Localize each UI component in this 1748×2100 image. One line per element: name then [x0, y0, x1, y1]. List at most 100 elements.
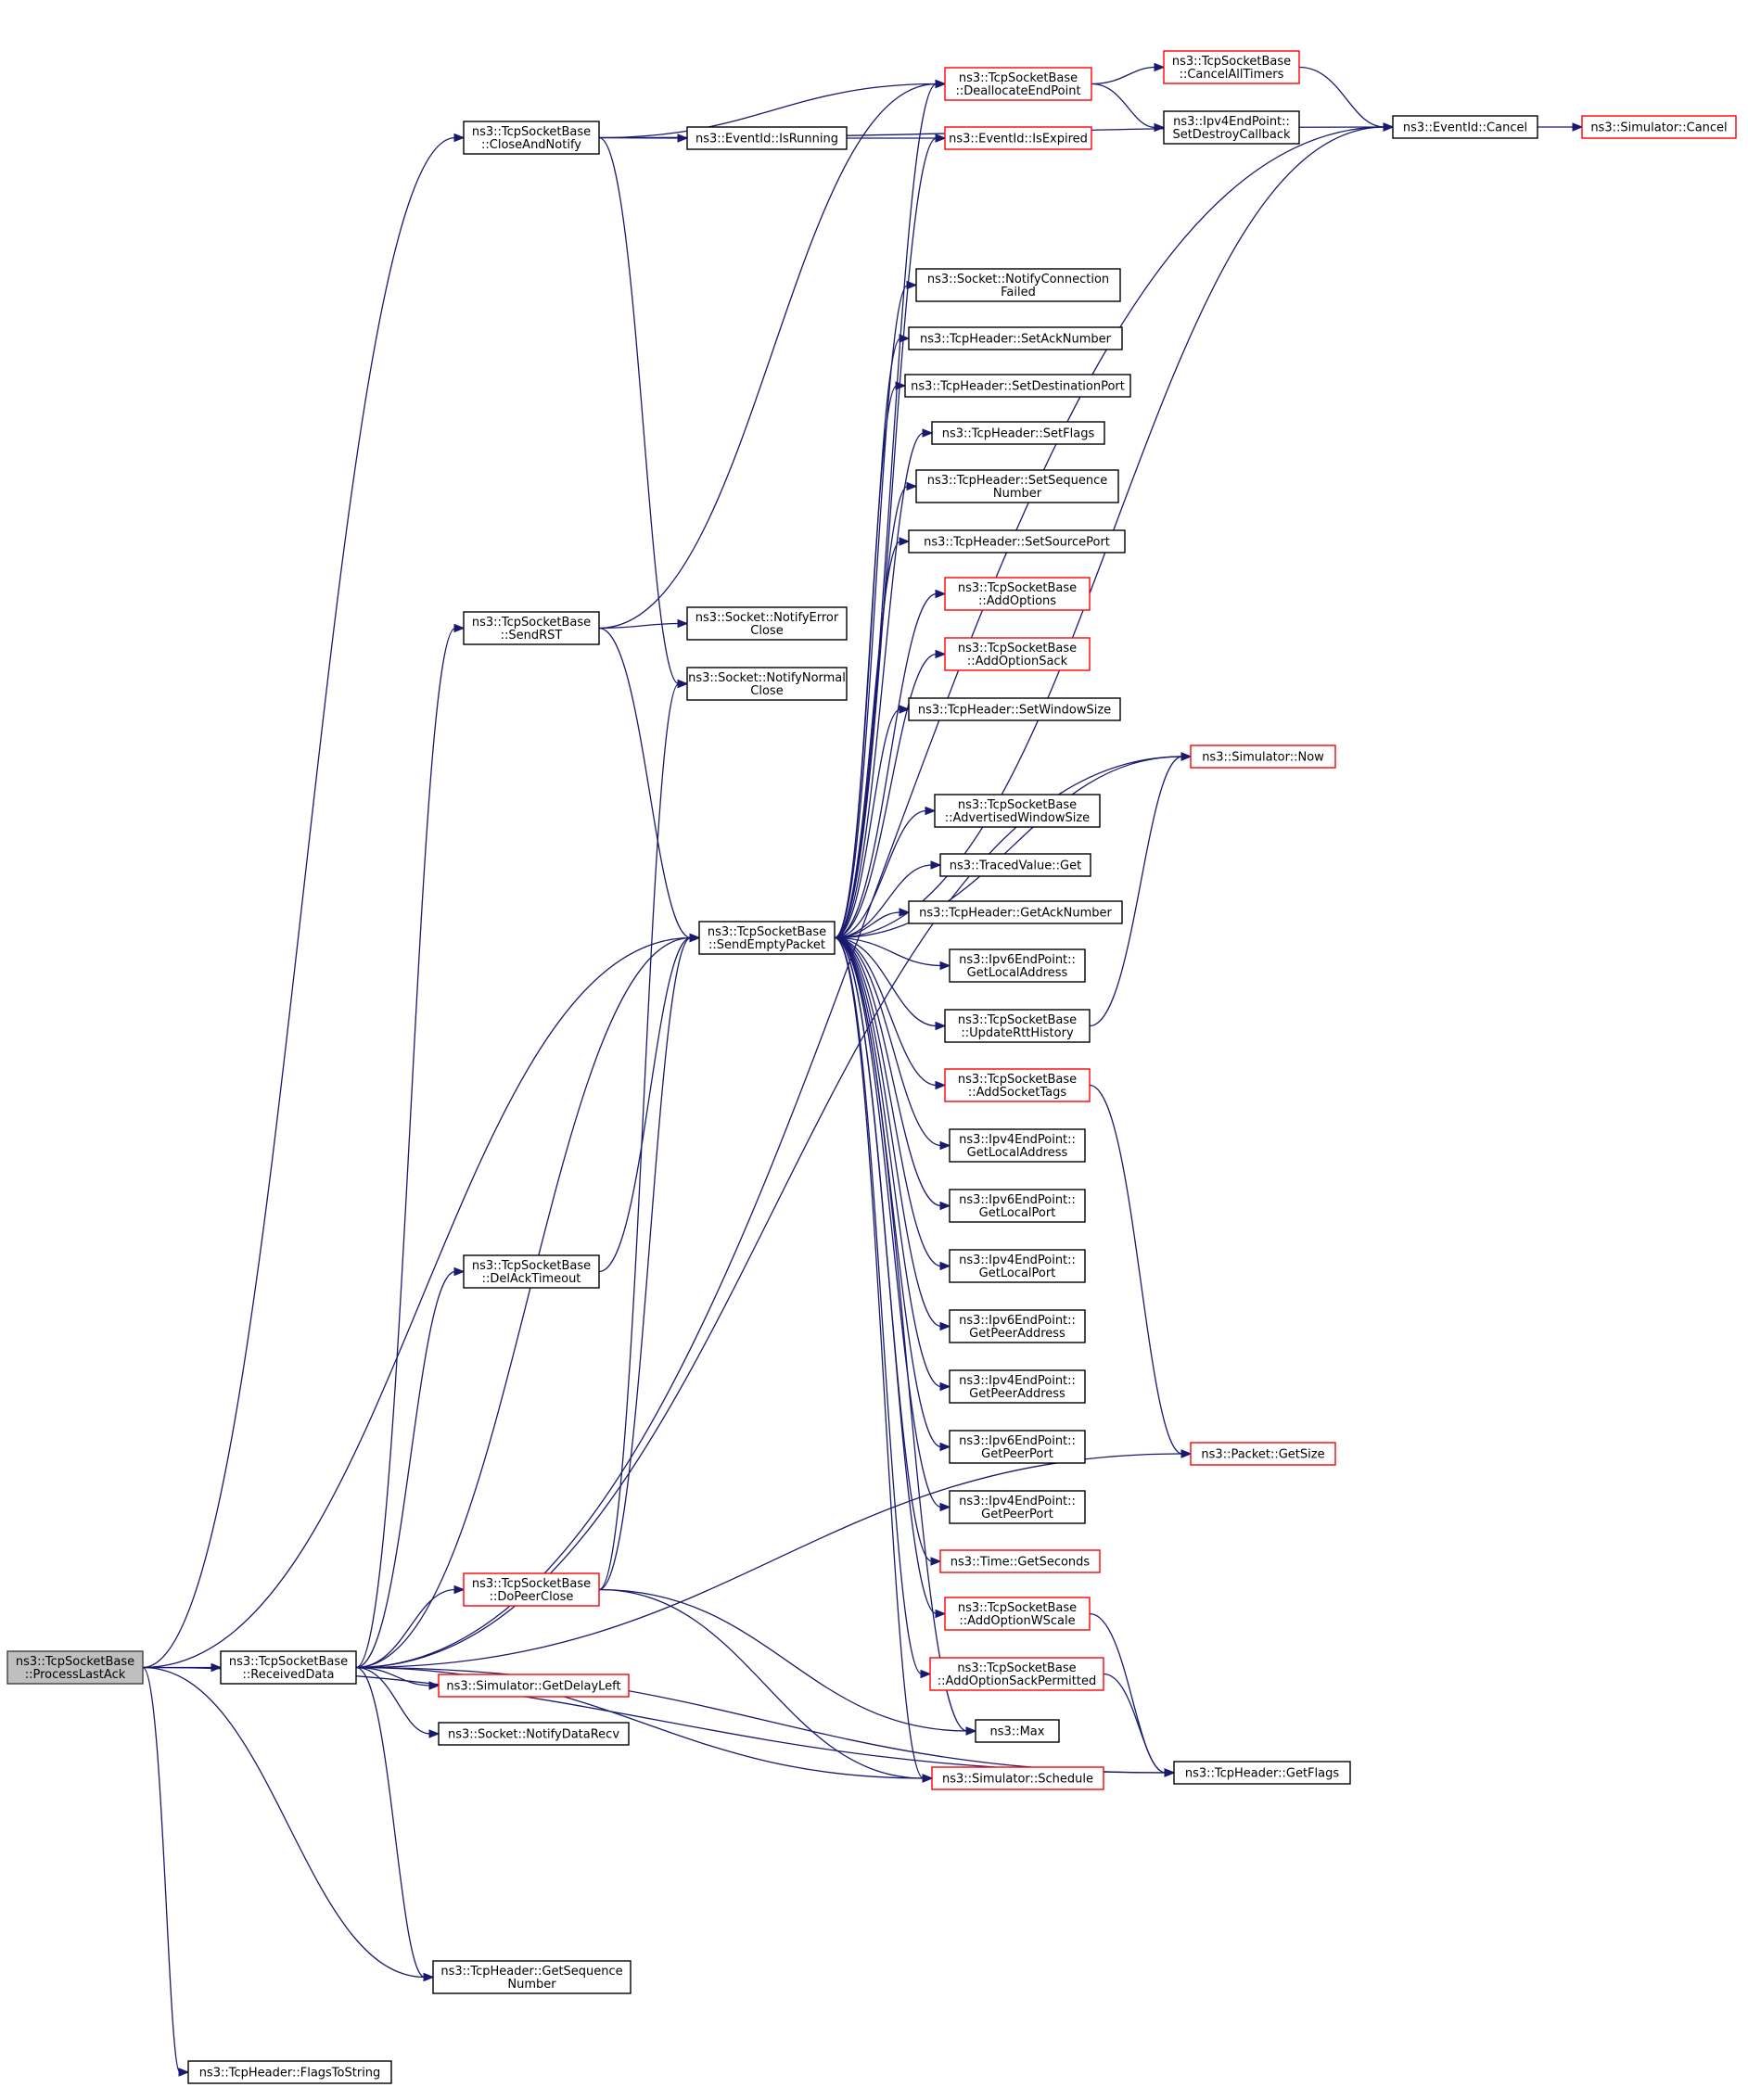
node-deallocate-end-point[interactable]: ns3::TcpSocketBase::DeallocateEndPoint: [944, 67, 1092, 101]
edge-send_empty_packet-to-ipv6_get_local_address: [834, 936, 951, 971]
node-cancel-all-timers[interactable]: ns3::TcpSocketBase::CancelAllTimers: [1163, 50, 1300, 84]
edge-process_last_ack-to-flags_to_string: [142, 1666, 190, 2077]
edge-add_option_wscale-to-tcp_header_get_flags: [1089, 1612, 1176, 1777]
node-simulator-now[interactable]: ns3::Simulator::Now: [1190, 745, 1336, 769]
edge-send_empty_packet-to-add_option_sack: [834, 649, 947, 939]
node-add-option-sack[interactable]: ns3::TcpSocketBase::AddOptionSack: [944, 637, 1091, 671]
node-ipv6-get-local-port[interactable]: ns3::Ipv6EndPoint::GetLocalPort: [949, 1189, 1086, 1223]
node-add-option-sack-permitted-label-1: ns3::TcpSocketBase: [957, 1661, 1076, 1675]
node-set-flags[interactable]: ns3::TcpHeader::SetFlags: [931, 421, 1105, 445]
node-ipv4-get-local-port[interactable]: ns3::Ipv4EndPoint::GetLocalPort: [949, 1249, 1086, 1283]
node-get-sequence-number-label-2: Number: [507, 1978, 556, 1992]
node-ipv4-get-local-address[interactable]: ns3::Ipv4EndPoint::GetLocalAddress: [949, 1128, 1086, 1163]
node-ipv6-get-peer-port[interactable]: ns3::Ipv6EndPoint::GetPeerPort: [949, 1430, 1086, 1464]
node-set-destination-port[interactable]: ns3::TcpHeader::SetDestinationPort: [904, 374, 1131, 398]
node-set-ack-number-label-1: ns3::TcpHeader::SetAckNumber: [920, 333, 1112, 347]
node-ipv6-get-peer-address[interactable]: ns3::Ipv6EndPoint::GetPeerAddress: [949, 1309, 1086, 1343]
node-ipv6-get-local-address[interactable]: ns3::Ipv6EndPoint::GetLocalAddress: [949, 948, 1086, 983]
node-event-is-expired[interactable]: ns3::EventId::IsExpired: [944, 126, 1092, 150]
node-received-data[interactable]: ns3::TcpSocketBase::ReceivedData: [220, 1650, 357, 1685]
node-set-ack-number[interactable]: ns3::TcpHeader::SetAckNumber: [908, 326, 1123, 350]
edges-layer: [142, 62, 1584, 2077]
node-event-cancel[interactable]: ns3::EventId::Cancel: [1392, 115, 1538, 139]
node-ipv4-get-local-port-label-2: GetLocalPort: [979, 1266, 1056, 1280]
node-packet-get-size[interactable]: ns3::Packet::GetSize: [1190, 1442, 1336, 1466]
node-simulator-schedule[interactable]: ns3::Simulator::Schedule: [931, 1766, 1104, 1790]
node-flags-to-string[interactable]: ns3::TcpHeader::FlagsToString: [187, 2060, 392, 2084]
node-ipv4-get-peer-port-label-2: GetPeerPort: [981, 1508, 1053, 1521]
node-tcp-header-get-flags-label-1: ns3::TcpHeader::GetFlags: [1185, 1767, 1340, 1781]
node-get-delay-left[interactable]: ns3::Simulator::GetDelayLeft: [438, 1674, 630, 1698]
node-traced-value-get[interactable]: ns3::TracedValue::Get: [939, 853, 1091, 877]
node-send-empty-packet-label-1: ns3::TcpSocketBase: [708, 925, 826, 939]
node-ipv4-get-peer-port-label-1: ns3::Ipv4EndPoint::: [959, 1495, 1076, 1508]
node-flags-to-string-label-1: ns3::TcpHeader::FlagsToString: [199, 2067, 381, 2081]
node-set-destroy-callback[interactable]: ns3::Ipv4EndPoint::SetDestroyCallback: [1163, 110, 1300, 145]
node-ipv6-get-local-port-label-1: ns3::Ipv6EndPoint::: [959, 1193, 1076, 1207]
node-add-option-sack-label-1: ns3::TcpSocketBase: [958, 642, 1077, 655]
edge-send_empty_packet-to-add_option_wscale: [834, 936, 947, 1619]
node-set-source-port[interactable]: ns3::TcpHeader::SetSourcePort: [908, 529, 1126, 554]
node-advertised-window-size[interactable]: ns3::TcpSocketBase::AdvertisedWindowSize: [934, 794, 1101, 828]
edge-received_data-to-send_rst: [355, 623, 466, 1669]
node-notify-data-recv[interactable]: ns3::Socket::NotifyDataRecv: [438, 1722, 630, 1746]
node-event-is-running[interactable]: ns3::EventId::IsRunning: [686, 126, 848, 150]
node-update-rtt-history[interactable]: ns3::TcpSocketBase::UpdateRttHistory: [944, 1009, 1091, 1043]
node-process-last-ack-label-2: ::ProcessLastAck: [25, 1668, 126, 1682]
node-add-option-wscale[interactable]: ns3::TcpSocketBase::AddOptionWScale: [944, 1597, 1091, 1631]
node-add-options-label-2: ::AddOptions: [978, 594, 1056, 608]
node-set-window-size[interactable]: ns3::TcpHeader::SetWindowSize: [908, 697, 1121, 721]
edge-send_rst-to-send_empty_packet: [598, 627, 701, 943]
node-add-socket-tags[interactable]: ns3::TcpSocketBase::AddSocketTags: [944, 1068, 1091, 1102]
node-simulator-cancel[interactable]: ns3::Simulator::Cancel: [1581, 115, 1737, 139]
node-ipv6-get-local-port-label-2: GetLocalPort: [979, 1206, 1056, 1220]
edge-process_last_ack-to-get_sequence_number: [142, 1666, 435, 1982]
edge-send_empty_packet-to-set_destination_port: [834, 381, 907, 939]
edge-send_empty_packet-to-notify_connection_failed: [834, 280, 918, 939]
node-do-peer-close[interactable]: ns3::TcpSocketBase::DoPeerClose: [463, 1572, 600, 1607]
node-notify-error-close-label-2: Close: [750, 624, 783, 638]
edge-send_empty_packet-to-ipv6_get_peer_address: [834, 936, 951, 1331]
node-add-option-wscale-label-2: ::AddOptionWScale: [959, 1614, 1075, 1628]
edge-deallocate_end_point-to-cancel_all_timers: [1091, 62, 1166, 85]
node-ipv4-get-peer-address-label-2: GetPeerAddress: [969, 1387, 1065, 1401]
node-ipv4-get-peer-port[interactable]: ns3::Ipv4EndPoint::GetPeerPort: [949, 1490, 1086, 1524]
node-set-source-port-label-1: ns3::TcpHeader::SetSourcePort: [924, 536, 1110, 550]
node-del-ack-timeout[interactable]: ns3::TcpSocketBase::DelAckTimeout: [463, 1254, 600, 1289]
node-max[interactable]: ns3::Max: [975, 1719, 1060, 1743]
node-send-empty-packet[interactable]: ns3::TcpSocketBase::SendEmptyPacket: [698, 921, 836, 955]
edge-send_rst-to-notify_error_close: [598, 618, 689, 630]
edge-add_option_sack_permitted-to-tcp_header_get_flags: [1103, 1673, 1176, 1777]
node-event-cancel-label-1: ns3::EventId::Cancel: [1403, 121, 1527, 135]
node-set-sequence-number-label-1: ns3::TcpHeader::SetSequence: [927, 474, 1108, 488]
node-update-rtt-history-label-2: ::UpdateRttHistory: [961, 1026, 1074, 1040]
node-get-sequence-number-label-1: ns3::TcpHeader::GetSequence: [440, 1965, 622, 1979]
node-add-options[interactable]: ns3::TcpSocketBase::AddOptions: [944, 577, 1091, 611]
node-ipv4-get-peer-address[interactable]: ns3::Ipv4EndPoint::GetPeerAddress: [949, 1369, 1086, 1404]
node-ipv4-get-local-address-label-2: GetLocalAddress: [967, 1146, 1068, 1160]
node-process-last-ack-label-1: ns3::TcpSocketBase: [16, 1655, 134, 1669]
node-add-option-sack-permitted-label-2: ::AddOptionSackPermitted: [938, 1674, 1096, 1688]
edge-deallocate_end_point-to-set_destroy_callback: [1091, 83, 1166, 133]
node-ipv4-get-peer-address-label-1: ns3::Ipv4EndPoint::: [959, 1374, 1076, 1388]
edge-close_and_notify-to-notify_normal_close: [598, 136, 689, 689]
edge-send_empty_packet-to-set_flags: [834, 428, 934, 939]
node-send-empty-packet-label-2: ::SendEmptyPacket: [708, 938, 825, 952]
node-send-rst[interactable]: ns3::TcpSocketBase::SendRST: [463, 611, 600, 645]
node-time-get-seconds[interactable]: ns3::Time::GetSeconds: [939, 1549, 1101, 1573]
node-set-destination-port-label-1: ns3::TcpHeader::SetDestinationPort: [911, 380, 1125, 394]
node-process-last-ack[interactable]: ns3::TcpSocketBase::ProcessLastAck: [6, 1650, 144, 1685]
node-close-and-notify[interactable]: ns3::TcpSocketBase::CloseAndNotify: [463, 121, 600, 155]
node-notify-normal-close-label-2: Close: [750, 684, 783, 698]
node-add-option-sack-permitted[interactable]: ns3::TcpSocketBase::AddOptionSackPermitt…: [929, 1657, 1104, 1691]
node-tcp-header-get-flags[interactable]: ns3::TcpHeader::GetFlags: [1173, 1761, 1351, 1785]
node-get-ack-number[interactable]: ns3::TcpHeader::GetAckNumber: [908, 900, 1123, 924]
node-ipv4-get-local-address-label-1: ns3::Ipv4EndPoint::: [959, 1133, 1076, 1147]
edge-add_socket_tags-to-packet_get_size: [1089, 1084, 1193, 1458]
node-event-is-running-label-1: ns3::EventId::IsRunning: [695, 133, 838, 146]
